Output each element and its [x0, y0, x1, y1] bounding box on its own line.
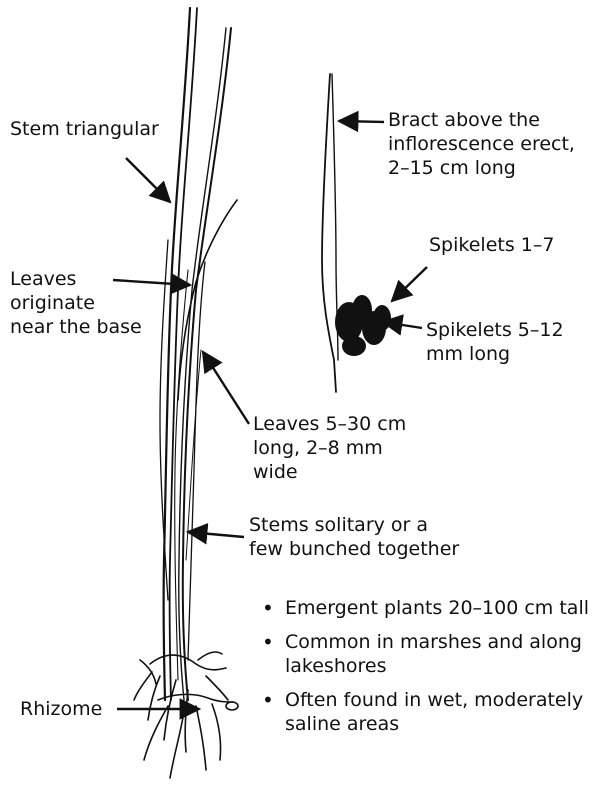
label-leaves-size: Leaves 5–30 cm long, 2–8 mm wide	[253, 412, 406, 484]
fact-item: Often found in wet, moderately saline ar…	[258, 688, 610, 736]
label-line: Leaves 5–30 cm	[253, 412, 406, 436]
arrow-stem-triangular	[126, 158, 170, 202]
arrow-leaves-size	[203, 352, 249, 424]
arrow-spikelets-count	[392, 267, 427, 301]
label-stems-solitary: Stems solitary or a few bunched together	[249, 513, 459, 561]
inflorescence-detail	[322, 74, 338, 392]
label-bract: Bract above the inflorescence erect, 2–1…	[388, 108, 575, 180]
spikelets-cluster	[335, 295, 391, 356]
label-line: 2–15 cm long	[388, 156, 575, 180]
fact-item: Emergent plants 20–100 cm tall	[258, 596, 610, 620]
label-stem-triangular: Stem triangular	[10, 117, 159, 141]
plant-stems	[160, 8, 237, 700]
label-line: wide	[253, 460, 406, 484]
label-line: Spikelets 5–12	[426, 318, 564, 342]
label-line: Leaves	[10, 267, 142, 291]
label-line: near the base	[10, 315, 142, 339]
label-leaves-base: Leaves originate near the base	[10, 267, 142, 339]
label-line: mm long	[426, 342, 564, 366]
label-line: long, 2–8 mm	[253, 436, 406, 460]
label-line: originate	[10, 291, 142, 315]
label-line: Stems solitary or a	[249, 513, 459, 537]
label-rhizome: Rhizome	[20, 697, 102, 721]
label-line: few bunched together	[249, 537, 459, 561]
arrow-stems-solitary	[188, 532, 244, 537]
fact-item: Common in marshes and along lakeshores	[258, 630, 610, 678]
label-line: inflorescence erect,	[388, 132, 575, 156]
facts-list: Emergent plants 20–100 cm tall Common in…	[258, 596, 610, 746]
arrow-bract	[339, 121, 384, 122]
label-spikelets-count: Spikelets 1–7	[429, 233, 554, 257]
label-line: Bract above the	[388, 108, 575, 132]
label-spikelets-length: Spikelets 5–12 mm long	[426, 318, 564, 366]
